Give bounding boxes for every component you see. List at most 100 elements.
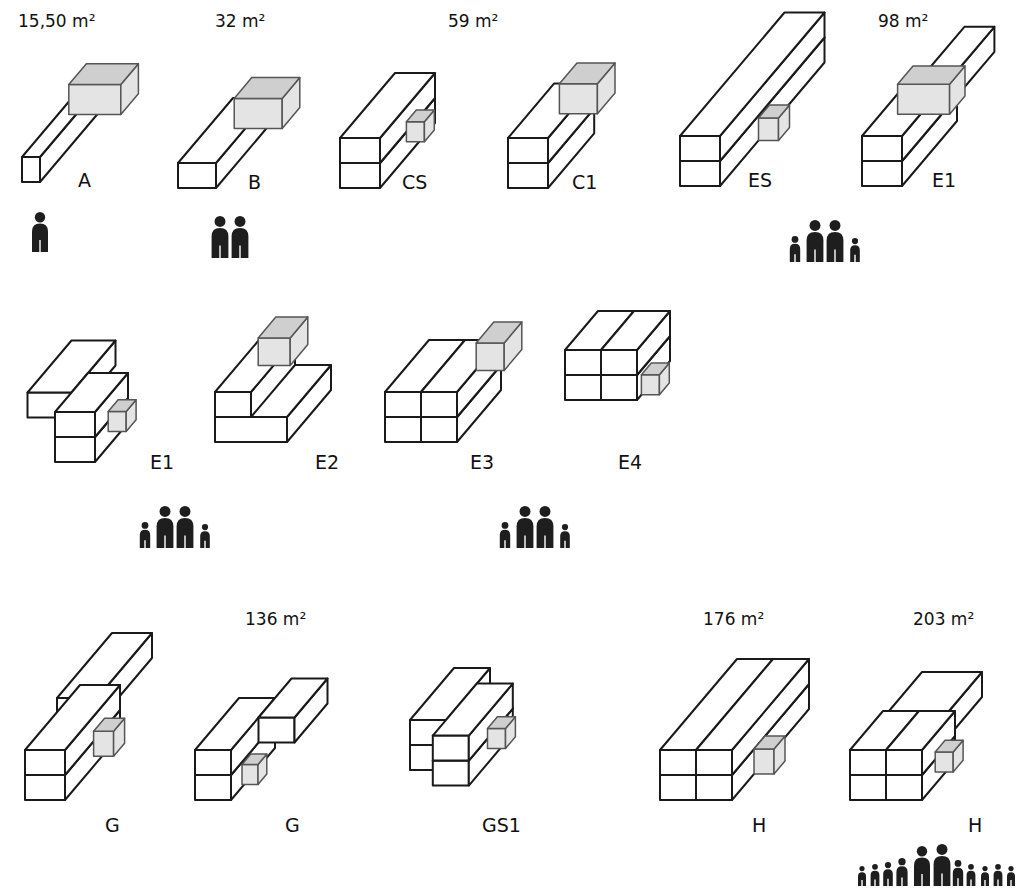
volume-face — [680, 136, 720, 161]
person-icon — [212, 216, 229, 259]
shared-space-volume — [488, 717, 516, 749]
leg-gap — [544, 535, 545, 549]
volume-face — [680, 13, 825, 137]
person-icon — [858, 866, 866, 887]
volume-face — [696, 750, 732, 775]
volume-face — [759, 118, 779, 141]
person-body — [934, 856, 951, 886]
type-label: CS — [402, 172, 427, 193]
shared-space-volume — [242, 754, 267, 784]
volume-face — [601, 311, 670, 350]
type-label: H — [752, 815, 766, 836]
leg-gap — [564, 541, 565, 549]
volume-face — [565, 375, 601, 400]
person-body — [1007, 872, 1015, 886]
volume-face — [488, 717, 516, 729]
type-label: C1 — [572, 172, 597, 193]
person-head — [982, 866, 987, 871]
volume-face — [195, 775, 231, 800]
leg-gap — [164, 535, 165, 549]
building-volume-group — [410, 668, 515, 786]
dwelling-volume — [259, 679, 328, 743]
building-volume-group — [28, 341, 137, 463]
person-body — [883, 869, 893, 886]
person-icon — [200, 524, 210, 549]
volume-face — [25, 775, 65, 800]
person-icon — [517, 506, 534, 549]
volume-face — [935, 752, 953, 772]
volume-face — [215, 417, 287, 442]
type-label: ES — [748, 170, 772, 191]
person-head — [852, 238, 858, 244]
type-label: E1 — [932, 170, 956, 191]
volume-face — [215, 392, 251, 417]
volume-face — [108, 400, 136, 412]
volume-face — [660, 750, 696, 775]
person-body — [967, 871, 976, 886]
leg-gap — [957, 878, 958, 887]
person-body — [517, 518, 534, 548]
person-head — [810, 220, 821, 231]
building-volume-group — [22, 64, 138, 182]
person-body — [871, 871, 880, 886]
leg-gap — [184, 535, 185, 549]
person-head — [917, 846, 927, 856]
building-volume-group — [25, 633, 152, 800]
volume-face — [94, 731, 114, 756]
leg-gap — [887, 879, 888, 887]
volume-face — [195, 750, 231, 775]
volume-face — [559, 84, 597, 114]
volume-face — [340, 163, 380, 188]
area-label: 59 m² — [448, 12, 498, 31]
leg-gap — [204, 541, 205, 549]
person-body — [32, 223, 48, 252]
dwelling-volume — [340, 73, 435, 163]
volume-face — [565, 350, 601, 375]
person-icon — [537, 506, 554, 549]
volume-face — [234, 78, 300, 99]
person-body — [790, 244, 800, 262]
volume-face — [927, 27, 994, 71]
area-label: 98 m² — [878, 12, 928, 31]
person-body — [200, 531, 210, 548]
person-body — [827, 232, 844, 262]
area-label: 136 m² — [245, 610, 306, 629]
shared-space-volume — [94, 718, 125, 756]
shared-space-volume — [898, 66, 965, 114]
person-head — [562, 524, 568, 530]
person-head — [955, 860, 962, 867]
area-label: 176 m² — [703, 610, 764, 629]
area-label: 15,50 m² — [18, 12, 95, 31]
volume-face — [850, 775, 886, 800]
person-head — [202, 524, 208, 530]
volume-face — [406, 122, 424, 142]
person-head — [215, 216, 226, 227]
person-body — [212, 228, 229, 258]
person-body — [560, 531, 570, 548]
person-head — [142, 522, 149, 529]
person-head — [885, 862, 891, 868]
person-body — [981, 872, 989, 886]
type-label: B — [248, 172, 261, 193]
leg-gap — [921, 874, 922, 887]
person-icon — [140, 522, 150, 549]
volume-face — [696, 775, 732, 800]
leg-gap — [984, 880, 985, 887]
person-icon — [871, 864, 880, 887]
volume-face — [108, 411, 126, 431]
leg-gap — [901, 878, 902, 887]
shared-space-volume — [935, 740, 963, 772]
volume-face — [55, 412, 95, 437]
person-head — [937, 844, 948, 855]
volume-face — [69, 85, 121, 115]
leg-gap — [794, 254, 795, 263]
volume-face — [259, 718, 295, 743]
building-volume-group — [385, 322, 522, 442]
volume-face — [886, 775, 922, 800]
person-icon — [953, 860, 963, 887]
shared-space-volume — [476, 322, 522, 370]
person-head — [180, 506, 191, 517]
building-volume-group — [215, 317, 331, 442]
volume-face — [433, 761, 469, 786]
